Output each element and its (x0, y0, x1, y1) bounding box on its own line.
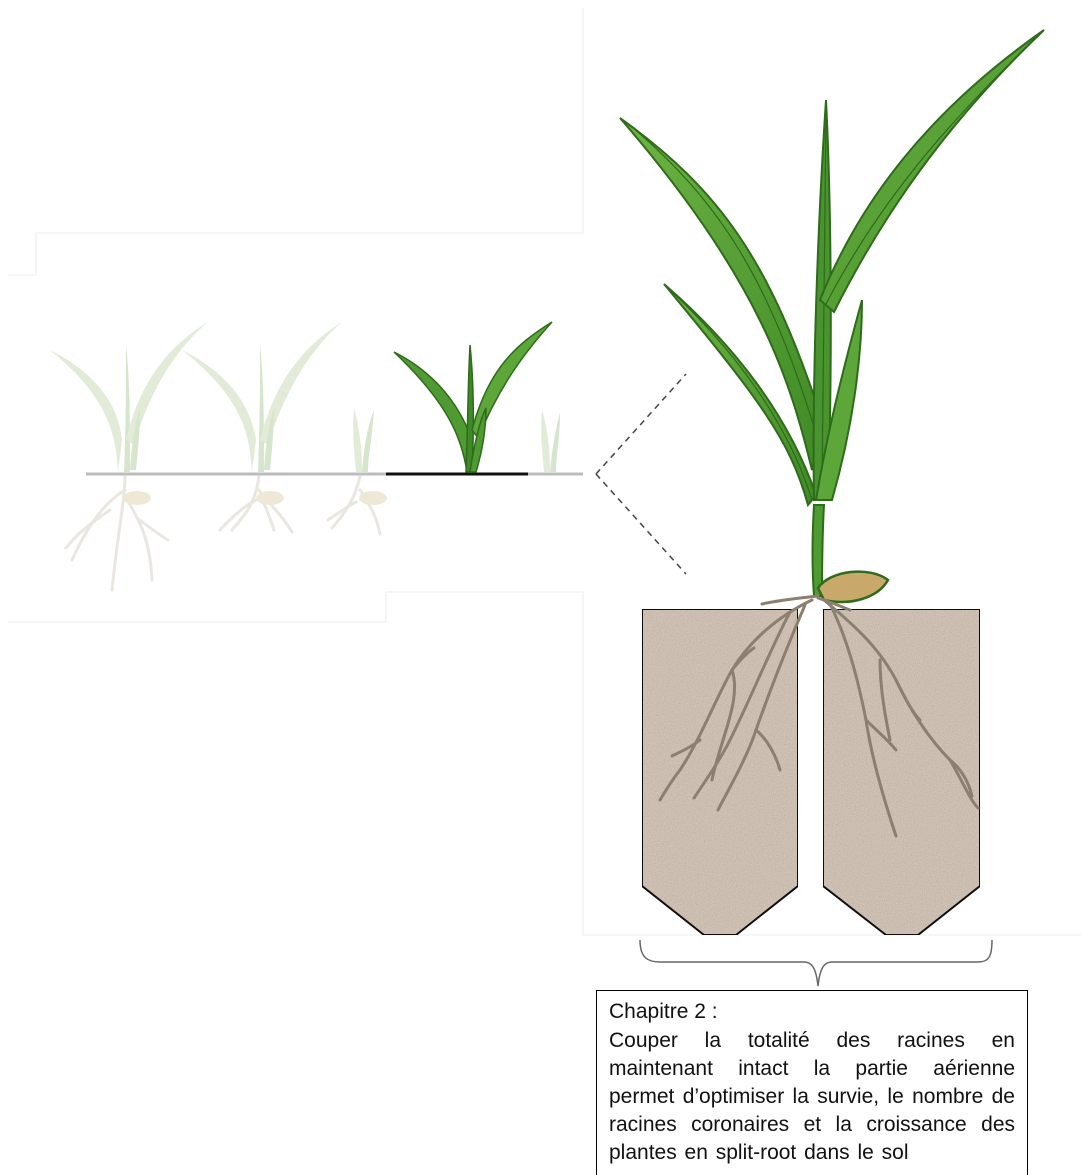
grouping-brace (640, 940, 992, 986)
faded-seedling-4 (541, 410, 560, 472)
faded-seedling-2 (182, 322, 342, 532)
highlighted-seedling (394, 322, 552, 472)
zoom-indicator (596, 374, 686, 574)
left-pot (642, 609, 798, 935)
faded-seedling-1 (50, 322, 208, 590)
faded-seedling-3 (328, 408, 387, 534)
caption-box: Chapitre 2 : Couper la totalité des raci… (596, 990, 1028, 1175)
caption-title: Chapitre 2 : (609, 998, 1015, 1026)
seedling-row (50, 322, 583, 590)
large-plant (620, 30, 1044, 602)
split-root-pots (642, 609, 980, 935)
caption-body: Couper la totalité des racines en mainte… (609, 1027, 1015, 1167)
